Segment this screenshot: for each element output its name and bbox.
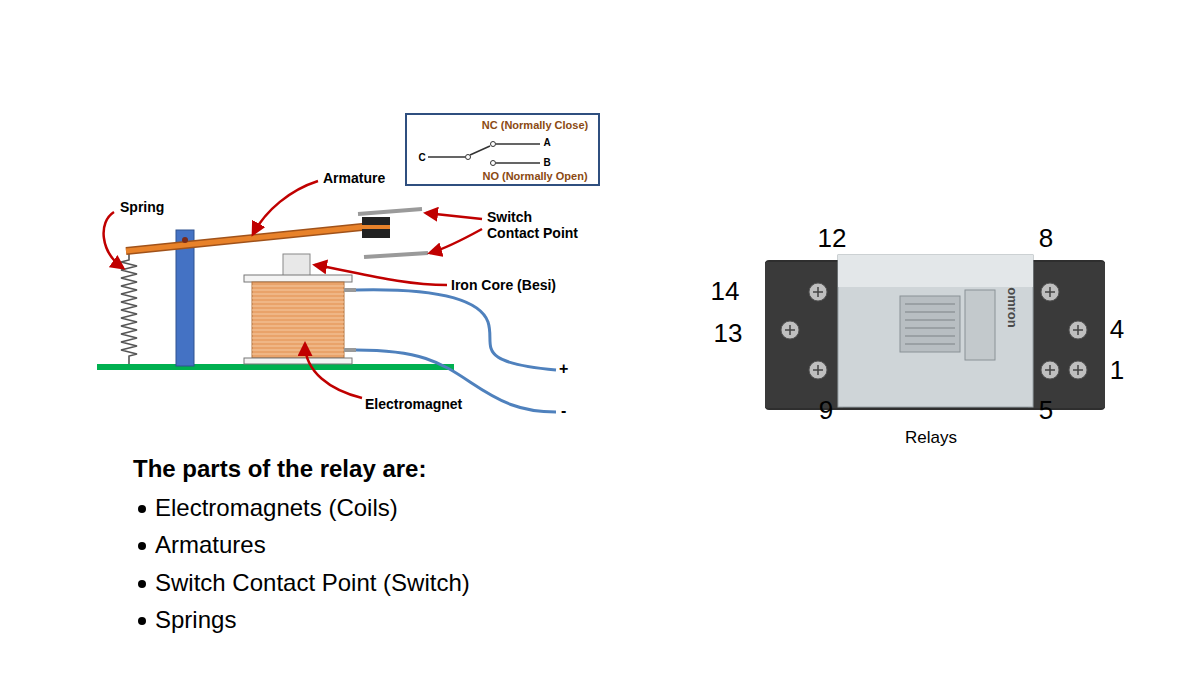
relay-contacts	[965, 290, 995, 360]
wire	[356, 350, 556, 412]
switch-symbol	[428, 144, 540, 163]
contact-plate	[364, 253, 428, 257]
callout-label: Spring	[120, 199, 164, 215]
coil-body	[252, 282, 344, 358]
contact-label: NO (Normally Open)	[482, 170, 587, 182]
list-item: Springs	[155, 606, 236, 634]
contact-label: NC (Normally Close)	[482, 119, 588, 131]
relay-coil	[900, 296, 960, 352]
callout-arrow	[430, 229, 482, 253]
callout-label: Switch Contact Point	[487, 209, 583, 241]
terminal-block	[1028, 262, 1105, 408]
iron-core	[283, 254, 310, 276]
pin-number: 13	[714, 319, 743, 349]
list-item: Electromagnets (Coils)	[155, 494, 398, 522]
switch-terminal	[491, 142, 496, 147]
coil-winding	[252, 286, 344, 354]
pin-number: 9	[819, 396, 833, 426]
callout-label: Electromagnet	[365, 396, 462, 412]
list-item: Armatures	[155, 531, 266, 559]
relay-cover	[838, 255, 1033, 407]
screw-slot	[785, 287, 1083, 375]
base-plate	[97, 364, 454, 370]
pin-number: 1	[1110, 356, 1124, 386]
bullet	[138, 617, 146, 625]
bullet	[138, 580, 146, 588]
bullet	[138, 505, 146, 513]
callout-arrow	[315, 265, 447, 285]
terminal-letter: C	[418, 152, 425, 163]
contact-plate	[358, 209, 422, 214]
list-heading: The parts of the relay are:	[133, 455, 426, 483]
polarity-sign: +	[559, 360, 568, 378]
callout-label: Iron Core (Besi)	[451, 277, 556, 293]
pin-number: 8	[1039, 224, 1053, 254]
terminal-block	[765, 262, 843, 408]
callout-label: Armature	[323, 170, 385, 186]
callout-arrow	[104, 212, 123, 268]
armature-bar	[126, 226, 372, 251]
contact-block	[362, 225, 390, 229]
contact-block	[362, 229, 390, 238]
coil-flange	[244, 358, 352, 364]
wire	[356, 290, 556, 370]
coil-flange	[244, 275, 352, 282]
relay-winding	[905, 304, 955, 344]
switch-terminal	[466, 155, 471, 160]
pin-number: 5	[1039, 396, 1053, 426]
pin-number: 4	[1110, 315, 1124, 345]
bullet	[138, 542, 146, 550]
callout-arrow	[253, 181, 318, 234]
contact-block	[362, 217, 390, 225]
image-caption: Relays	[905, 428, 957, 448]
pivot-post	[176, 230, 194, 366]
pin-number: 14	[711, 277, 740, 307]
switch-terminal	[491, 161, 496, 166]
polarity-sign: -	[561, 402, 566, 420]
relay-cover-top	[838, 255, 1033, 287]
terminal-letter: B	[543, 157, 550, 168]
callout-arrow	[305, 344, 362, 398]
armature-outline	[126, 226, 372, 251]
callout-arrow	[426, 213, 482, 219]
coil-terminal	[344, 348, 356, 352]
schematic-inset: NC (Normally Close) A C B NO (Normally Open)	[405, 113, 600, 186]
list-item: Switch Contact Point (Switch)	[155, 569, 470, 597]
brand-text: omron	[1005, 287, 1020, 327]
terminal-letter: A	[543, 137, 550, 148]
pin-number: 12	[818, 224, 847, 254]
coil-terminal	[344, 288, 356, 292]
pivot-pin	[182, 237, 188, 243]
